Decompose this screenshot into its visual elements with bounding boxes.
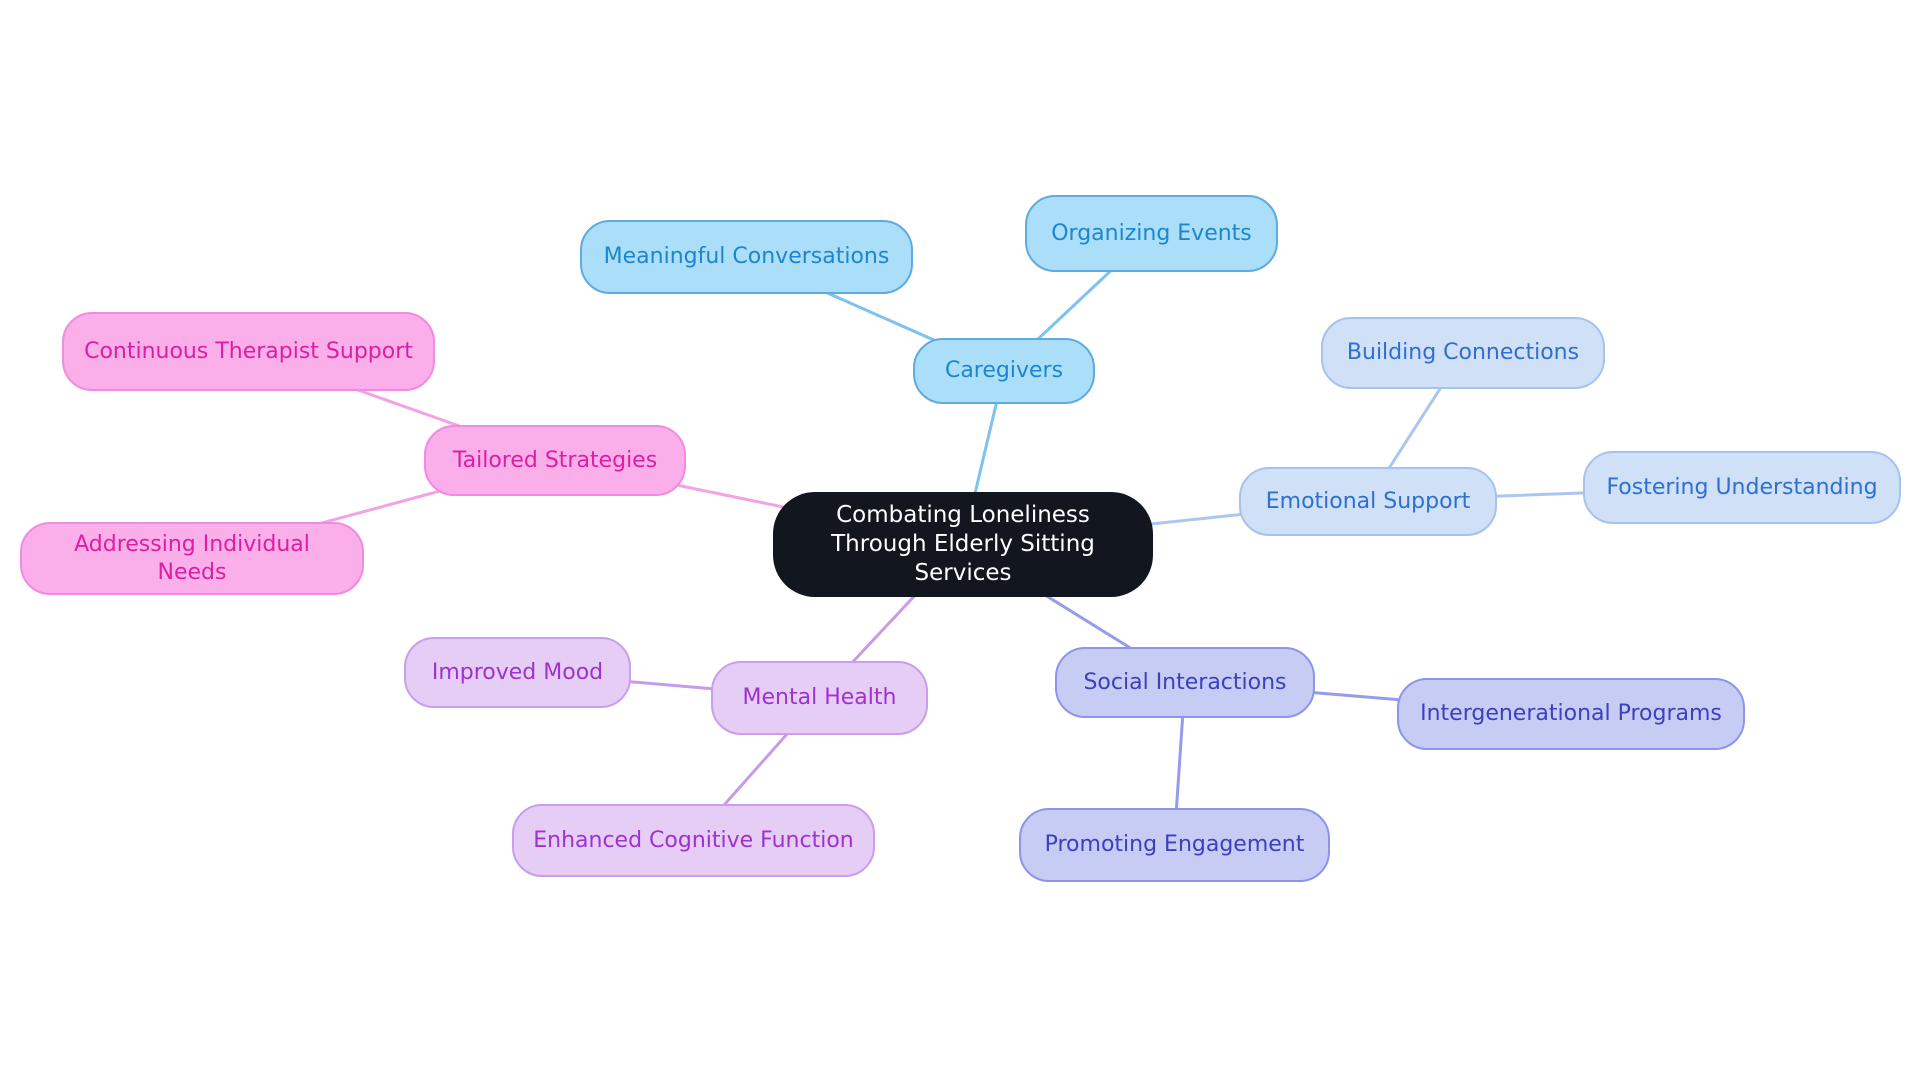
node-social-interactions[interactable]: Social Interactions	[1055, 647, 1315, 718]
node-meaningful-conversations[interactable]: Meaningful Conversations	[580, 220, 913, 294]
node-caregivers[interactable]: Caregivers	[913, 338, 1095, 404]
node-organizing-events[interactable]: Organizing Events	[1025, 195, 1278, 272]
node-fostering-understanding[interactable]: Fostering Understanding	[1583, 451, 1901, 524]
node-building-connections[interactable]: Building Connections	[1321, 317, 1605, 389]
node-enhanced-cognitive-function[interactable]: Enhanced Cognitive Function	[512, 804, 875, 877]
node-improved-mood[interactable]: Improved Mood	[404, 637, 631, 708]
node-continuous-therapist-support[interactable]: Continuous Therapist Support	[62, 312, 435, 391]
node-emotional-support[interactable]: Emotional Support	[1239, 467, 1497, 536]
node-promoting-engagement[interactable]: Promoting Engagement	[1019, 808, 1330, 882]
node-addressing-individual-needs[interactable]: Addressing Individual Needs	[20, 522, 364, 595]
node-intergenerational-programs[interactable]: Intergenerational Programs	[1397, 678, 1745, 750]
node-central-topic[interactable]: Combating Loneliness Through Elderly Sit…	[773, 492, 1153, 597]
node-mental-health[interactable]: Mental Health	[711, 661, 928, 735]
node-tailored-strategies[interactable]: Tailored Strategies	[424, 425, 686, 496]
